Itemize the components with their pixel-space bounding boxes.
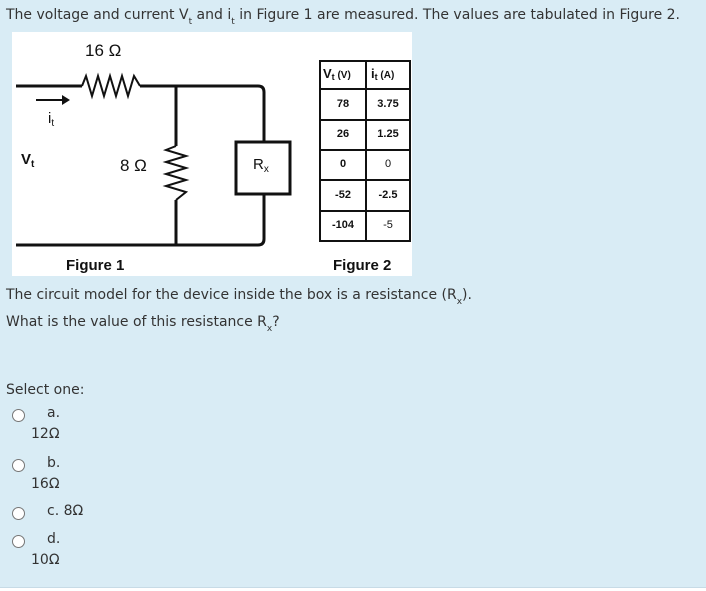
table-cell-i-1: 1.25 [377, 128, 399, 140]
ask-sub-x: x [266, 324, 273, 334]
table-header-i: it (A) [371, 66, 395, 82]
question-intro: The voltage and current Vt and it in Fig… [6, 7, 680, 27]
table-cell-v-2: 0 [339, 158, 347, 170]
header-i-unit: (A) [380, 70, 395, 81]
question-model: The circuit model for the device inside … [6, 287, 472, 307]
table-cell-i-3: -2.5 [378, 189, 398, 201]
r16-label: 16 Ω [85, 41, 122, 60]
figure2-caption: Figure 2 [333, 257, 392, 274]
intro-sub-t2: t [231, 17, 235, 27]
table-header-v: Vt (V) [323, 66, 351, 82]
vt-sub: t [31, 159, 35, 170]
it-sub: t [51, 118, 55, 129]
table-cell-v-4: -104 [331, 219, 355, 231]
option-c[interactable]: c. 8Ω [0, 503, 140, 523]
rx-label: Rx [253, 156, 269, 175]
figure1-caption: Figure 1 [66, 257, 125, 274]
current-arrow-icon [36, 95, 70, 105]
rx-sub: x [263, 164, 269, 175]
header-v-letter: V [323, 66, 332, 81]
option-d-value: 10Ω [31, 552, 60, 568]
resistor-8-icon [162, 145, 190, 201]
resistor-16-icon [81, 72, 141, 100]
option-c-radio[interactable] [12, 507, 25, 520]
option-b-value: 16Ω [31, 476, 60, 492]
option-d-radio[interactable] [12, 535, 25, 548]
option-c-label: c. 8Ω [47, 503, 84, 519]
option-d-letter: d. [47, 531, 61, 547]
intro-sub-t: t [188, 17, 193, 27]
option-b[interactable]: b. 16Ω [0, 455, 140, 495]
table-cell-v-1: 26 [336, 128, 350, 140]
table-cell-v-0: 78 [336, 98, 350, 110]
option-a-radio[interactable] [12, 409, 25, 422]
data-table [319, 60, 411, 242]
rx-box [234, 140, 292, 196]
header-v-unit: (V) [337, 70, 351, 81]
r8-label: 8 Ω [120, 156, 147, 175]
intro-text-3: in Figure 1 are measured. The values are… [234, 7, 680, 23]
table-cell-i-2: 0 [384, 158, 392, 170]
ask-text-1: What is the value of this resistance R [6, 314, 267, 330]
option-b-radio[interactable] [12, 459, 25, 472]
table-cell-v-3: -52 [335, 189, 351, 201]
option-a[interactable]: a. 12Ω [0, 405, 140, 445]
vt-letter: V [21, 151, 32, 168]
model-text-1: The circuit model for the device inside … [6, 287, 457, 303]
option-a-value: 12Ω [31, 426, 60, 442]
option-a-letter: a. [47, 405, 61, 421]
intro-text-2: and i [192, 7, 232, 23]
model-text-2: ). [462, 287, 472, 303]
circuit-figure [16, 60, 411, 247]
intro-text-1: The voltage and current V [6, 7, 189, 23]
it-letter: i [48, 110, 52, 127]
header-v-sub: t [331, 72, 335, 82]
question-ask: What is the value of this resistance Rx? [6, 314, 280, 334]
vt-label: Vt [21, 151, 35, 170]
rx-letter: R [253, 156, 264, 173]
option-b-letter: b. [47, 455, 61, 471]
ask-text-2: ? [272, 314, 280, 330]
select-one-prompt: Select one: [6, 382, 85, 398]
header-i-sub: t [374, 72, 378, 82]
option-d[interactable]: d. 10Ω [0, 531, 140, 571]
table-cell-i-0: 3.75 [377, 98, 399, 110]
table-cell-i-4: -5 [383, 219, 393, 231]
header-i-letter: i [371, 66, 375, 81]
model-sub-x: x [456, 297, 463, 307]
figure-image: 16 Ω 8 Ω Vt it Rx Vt (V) it (A) 78 3.75 … [12, 32, 412, 276]
it-label: it [48, 110, 55, 129]
